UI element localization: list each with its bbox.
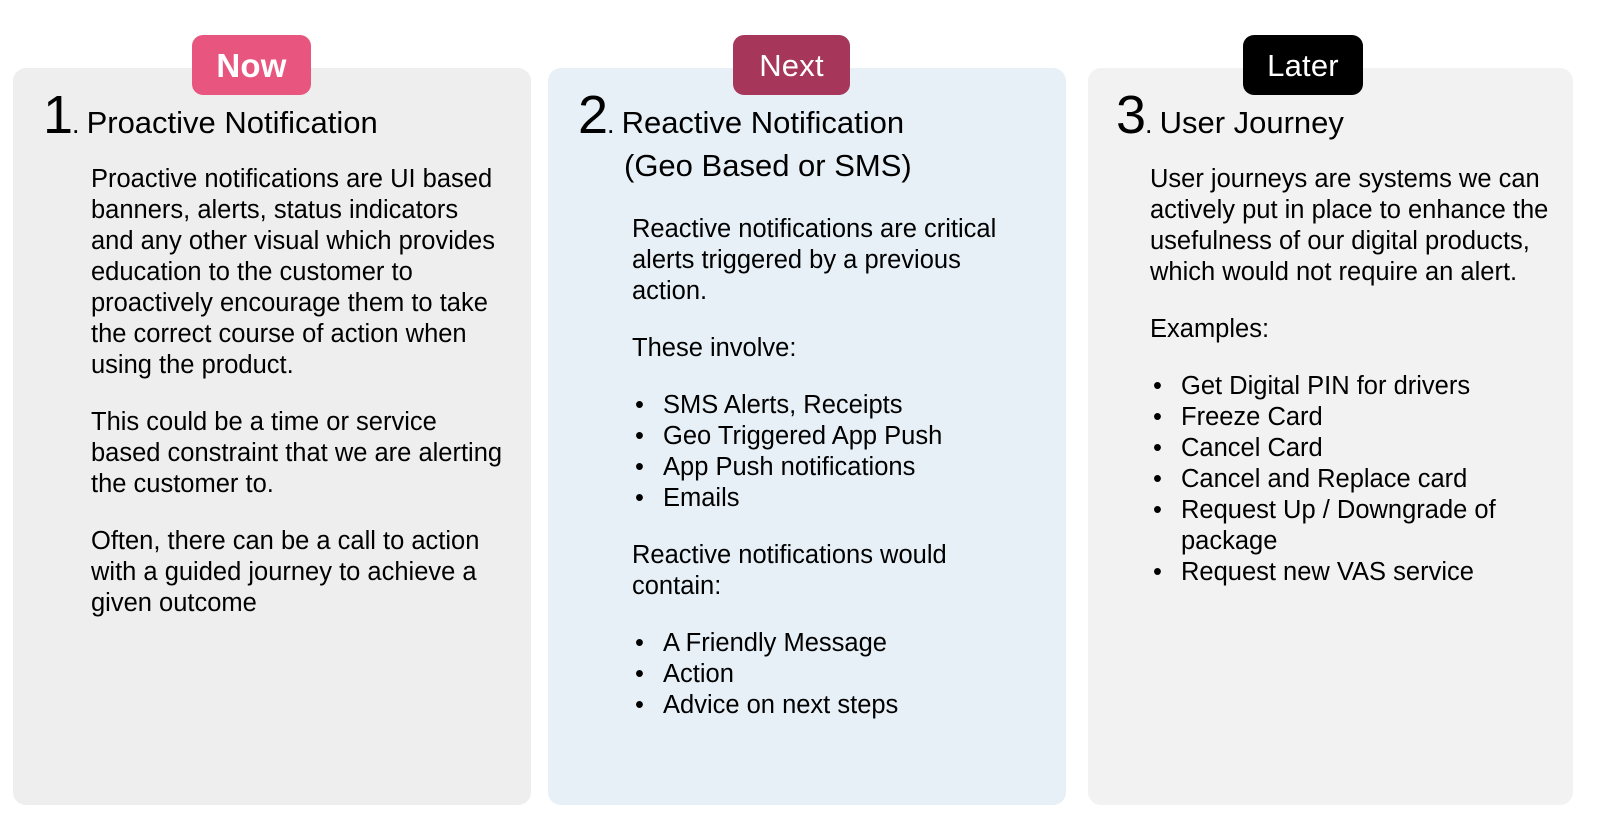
list-item: Emails (632, 483, 1042, 514)
card-3-heading: 3.User Journey (1088, 68, 1573, 142)
list-item: Action (632, 659, 1042, 690)
card-proactive-notification[interactable]: 1.Proactive Notification Proactive notif… (13, 68, 531, 805)
badge-next[interactable]: Next (733, 35, 850, 95)
badge-later[interactable]: Later (1243, 35, 1363, 95)
card-1-para-1: Proactive notifications are UI based ban… (91, 165, 495, 379)
card-2-list-contain: A Friendly Message Action Advice on next… (632, 628, 1042, 721)
badge-now[interactable]: Now (192, 35, 311, 95)
card-2-list-involve: SMS Alerts, Receipts Geo Triggered App P… (632, 390, 1042, 514)
card-1-number: 1 (43, 85, 73, 145)
badge-next-label: Next (759, 47, 824, 83)
card-1-para-3: Often, there can be a call to action wit… (91, 527, 480, 617)
card-3-para-2: Examples: (1150, 315, 1270, 343)
card-3-para-1: User journeys are systems we can activel… (1150, 165, 1549, 286)
card-3-heading-line: 3.User Journey (1116, 88, 1573, 142)
card-1-body: Proactive notifications are UI based ban… (13, 164, 531, 619)
list-item: App Push notifications (632, 452, 1042, 483)
card-2-para-2: These involve: (632, 334, 797, 363)
list-item: Cancel Card (1150, 433, 1549, 464)
card-2-body: Reactive notifications are critical aler… (548, 214, 1066, 721)
card-2-heading: 2.Reactive Notification (Geo Based or SM… (548, 68, 1066, 186)
card-1-heading: 1.Proactive Notification (13, 68, 531, 142)
list-item: Get Digital PIN for drivers (1150, 371, 1549, 402)
card-3-title: User Journey (1159, 105, 1344, 140)
card-reactive-notification[interactable]: 2.Reactive Notification (Geo Based or SM… (548, 68, 1066, 805)
card-1-para-2: This could be a time or service based co… (91, 408, 503, 498)
card-2-title: Reactive Notification (621, 105, 905, 140)
badge-now-label: Now (216, 46, 287, 84)
card-2-number-separator: . (607, 109, 615, 139)
card-1-title: Proactive Notification (86, 105, 378, 140)
card-2-para-3: Reactive notifications would contain: (632, 541, 947, 601)
list-item: A Friendly Message (632, 628, 1042, 659)
card-1-heading-line: 1.Proactive Notification (43, 88, 531, 142)
card-3-body: User journeys are systems we can activel… (1088, 164, 1573, 588)
card-2-para-1: Reactive notifications are critical aler… (632, 215, 997, 306)
card-3-number: 3 (1116, 85, 1146, 145)
list-item: Cancel and Replace card (1150, 464, 1549, 495)
card-2-number: 2 (578, 85, 608, 145)
card-3-number-separator: . (1145, 109, 1153, 139)
card-user-journey[interactable]: 3.User Journey User journeys are systems… (1088, 68, 1573, 805)
list-item: Advice on next steps (632, 690, 1042, 721)
card-1-number-separator: . (72, 109, 80, 139)
list-item: Request new VAS service (1150, 557, 1549, 588)
list-item: Geo Triggered App Push (632, 421, 1042, 452)
card-2-subtitle: (Geo Based or SMS) (624, 148, 912, 183)
list-item: Freeze Card (1150, 402, 1549, 433)
card-2-heading-line: 2.Reactive Notification (578, 88, 1066, 142)
card-3-list-examples: Get Digital PIN for drivers Freeze Card … (1150, 371, 1549, 588)
list-item: SMS Alerts, Receipts (632, 390, 1042, 421)
badge-later-label: Later (1267, 47, 1339, 83)
list-item: Request Up / Downgrade of package (1150, 495, 1549, 557)
